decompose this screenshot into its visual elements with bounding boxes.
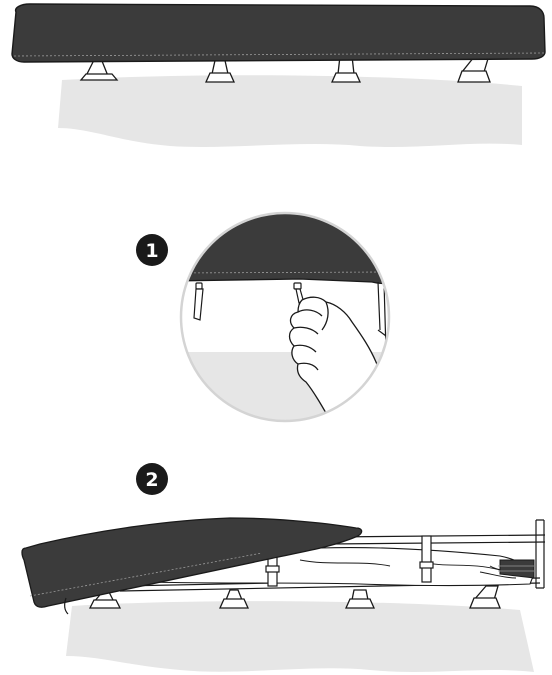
step-2-label: 2: [145, 469, 158, 491]
cover-clip-hanging: [64, 597, 69, 615]
rolled-cover-end: [499, 559, 535, 579]
clip-left: [193, 282, 204, 321]
step-2-badge: 2: [136, 463, 168, 495]
mattress-cover: [11, 3, 546, 63]
fabric-folds: [299, 559, 523, 579]
peeled-cover: [21, 517, 363, 608]
peeled-cover-stitching: [29, 552, 263, 597]
floor-shadow-2: [66, 601, 534, 672]
panel-detail-circle: [179, 211, 391, 423]
step-1-label: 1: [145, 240, 158, 262]
frame-legs-2: [88, 585, 501, 609]
detail-circle-outline: [179, 211, 391, 423]
floor-shadow: [58, 75, 522, 147]
clip-right: [293, 282, 305, 304]
rolled-cover-stripes: [498, 565, 534, 572]
panel-cover-removed: [21, 517, 546, 672]
cover-stitching: [13, 52, 545, 57]
panel-covered-mattress: [11, 3, 546, 147]
step-1-badge: 1: [136, 234, 168, 266]
frame-straps: [265, 535, 434, 587]
